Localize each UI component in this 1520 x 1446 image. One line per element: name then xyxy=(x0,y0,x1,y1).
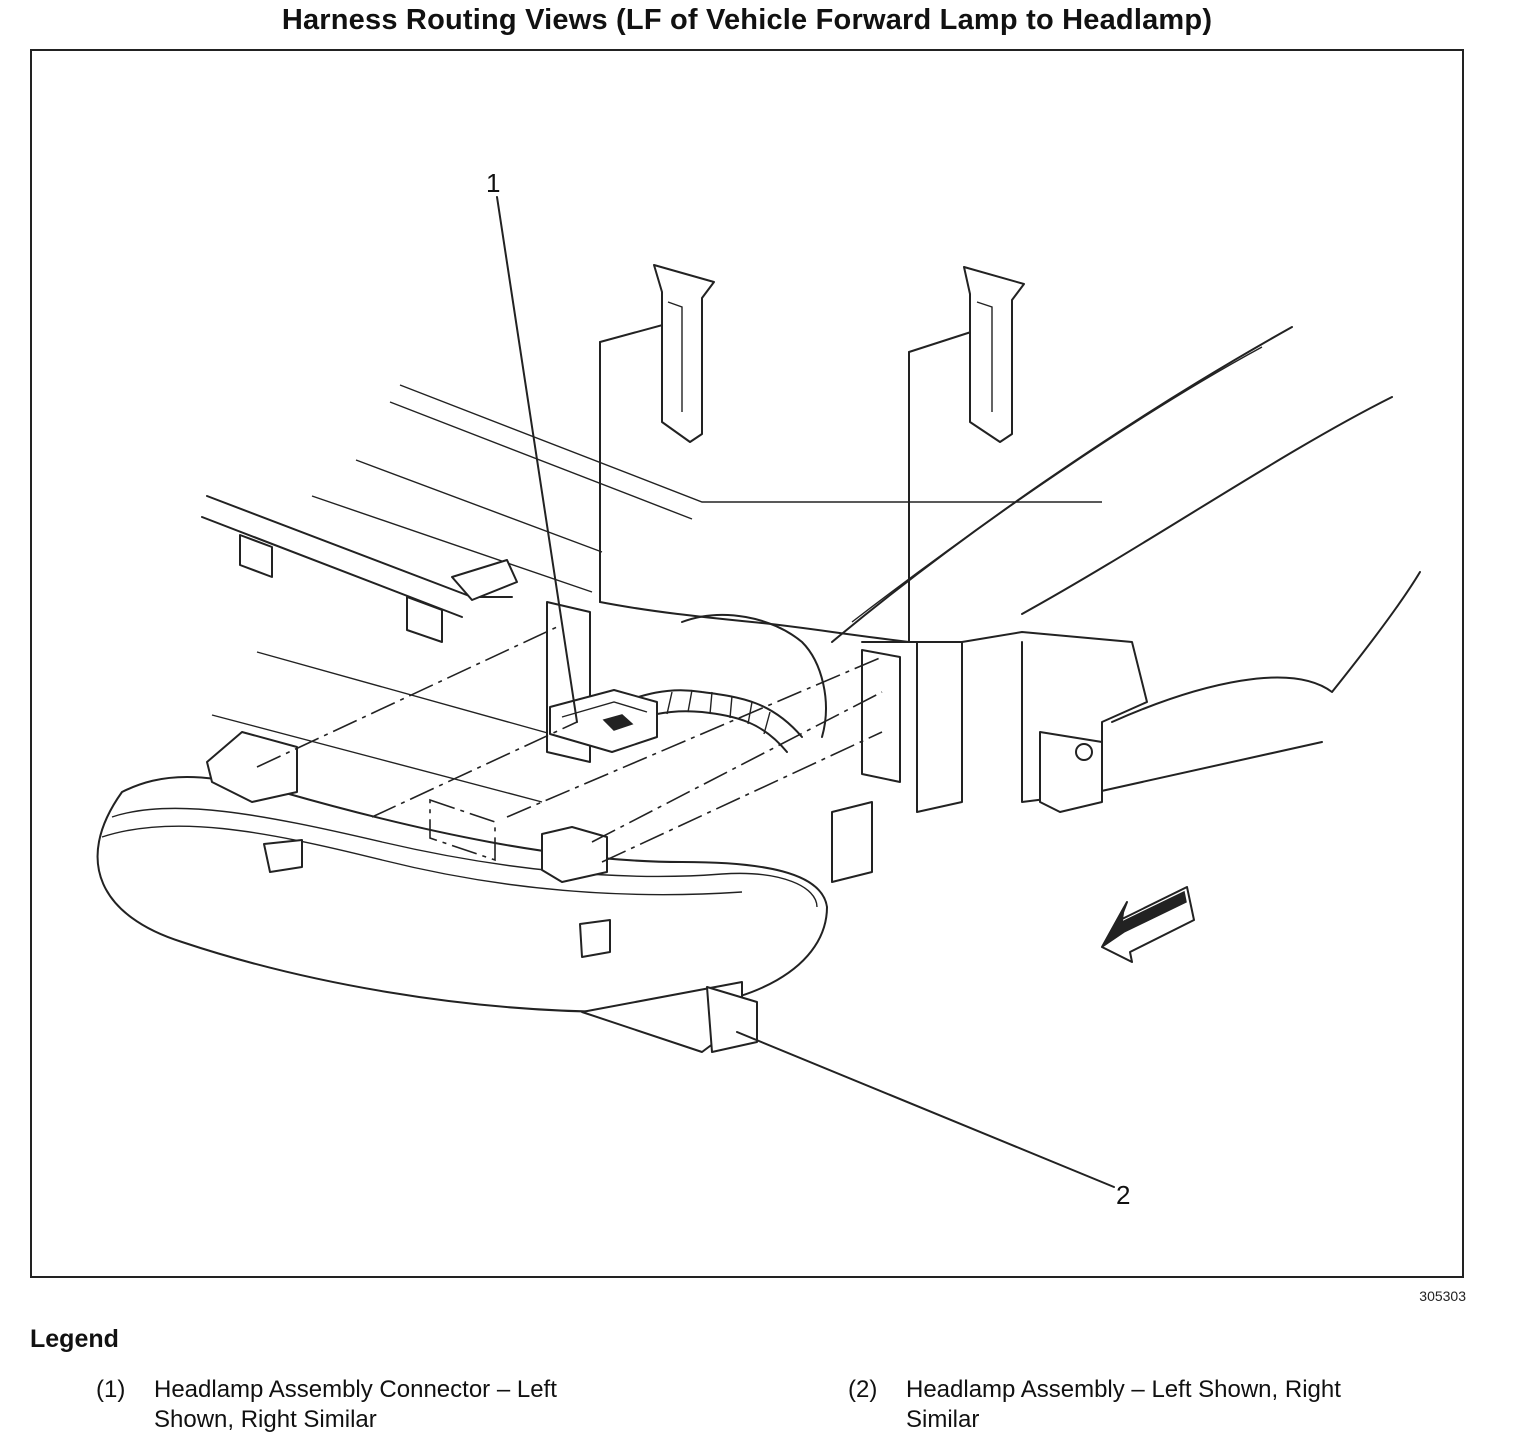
legend-heading: Legend xyxy=(30,1325,119,1353)
headlamp-connector xyxy=(549,689,658,753)
legend-item-number: (2) xyxy=(848,1376,878,1403)
legend-item-text: Headlamp Assembly Connector – Left xyxy=(154,1376,557,1403)
figure-id: 305303 xyxy=(1419,1288,1466,1304)
callout-2-leader xyxy=(736,1031,1115,1188)
callout-2: 2 xyxy=(1116,1180,1130,1210)
vehicle-structure xyxy=(201,264,1421,883)
forward-arrow-icon xyxy=(1101,886,1195,963)
legend-item-text: Similar xyxy=(906,1406,980,1433)
harness-illustration: 1 2 xyxy=(96,168,1421,1210)
callout-1: 1 xyxy=(486,168,500,198)
alignment-lines xyxy=(256,342,910,863)
diagram-frame: 1 2 xyxy=(30,49,1464,1278)
legend-item-number: (1) xyxy=(96,1376,126,1403)
headlamp-assembly xyxy=(96,731,828,1053)
legend-item-text: Shown, Right Similar xyxy=(154,1406,377,1433)
legend-item-text: Headlamp Assembly – Left Shown, Right xyxy=(906,1376,1341,1403)
diagram-title: Harness Routing Views (LF of Vehicle For… xyxy=(281,4,1213,36)
callout-1-leader xyxy=(496,196,578,723)
